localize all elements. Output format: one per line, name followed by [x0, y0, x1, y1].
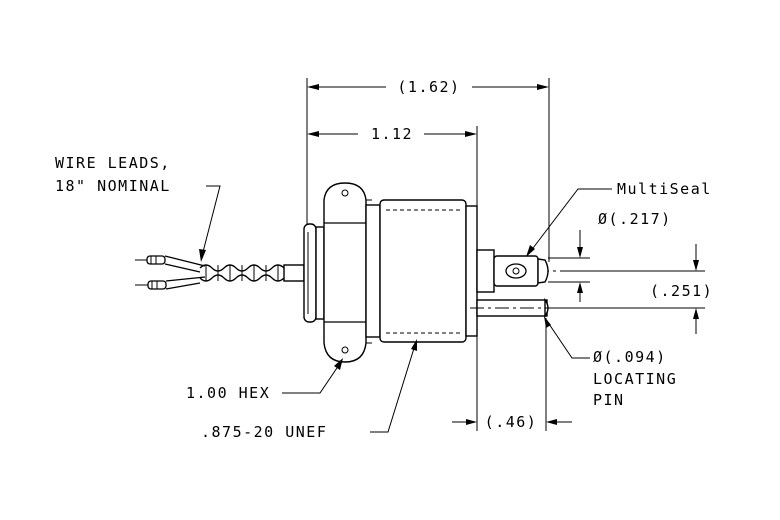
dim-251-label: (.251)	[650, 282, 713, 300]
locating-pin	[470, 297, 560, 319]
multiseal-connector	[476, 249, 549, 293]
wire-leads-label-line1: WIRE LEADS,	[55, 154, 171, 172]
dimension-251: (.251)	[555, 244, 713, 334]
multiseal-label: MultiSeal	[617, 180, 712, 198]
wire-grommet	[283, 264, 305, 282]
thread-label: .875-20 UNEF	[201, 423, 327, 441]
dimension-dia-217: Ø(.217)	[548, 210, 672, 302]
hex-label: 1.00 HEX	[186, 384, 270, 402]
locating-label: LOCATING	[593, 370, 677, 388]
leader-wire-leads: WIRE LEADS, 18" NOMINAL	[55, 154, 221, 262]
dimension-overall-length: (1.62)	[306, 78, 550, 262]
leader-locating-pin: Ø(.094) LOCATING PIN	[544, 316, 677, 409]
dimension-overall-label: (1.62)	[397, 78, 460, 96]
dia-094-label: Ø(.094)	[593, 348, 667, 366]
leader-multiseal: MultiSeal	[526, 180, 712, 257]
dimension-46: (.46)	[452, 318, 572, 431]
dia-217-label: Ø(.217)	[598, 210, 672, 228]
wire-leads-label-line2: 18" NOMINAL	[55, 177, 171, 195]
dimension-body-length: 1.12	[307, 125, 478, 208]
threaded-body	[365, 199, 478, 343]
flange	[303, 223, 325, 323]
wire-leads	[135, 255, 297, 290]
pin-label: PIN	[593, 391, 625, 409]
leader-hex: 1.00 HEX	[186, 358, 343, 402]
hex-nut	[323, 182, 372, 363]
leader-thread: .875-20 UNEF	[201, 339, 417, 441]
dimension-body-label: 1.12	[371, 125, 413, 143]
dim-46-label: (.46)	[485, 413, 538, 431]
